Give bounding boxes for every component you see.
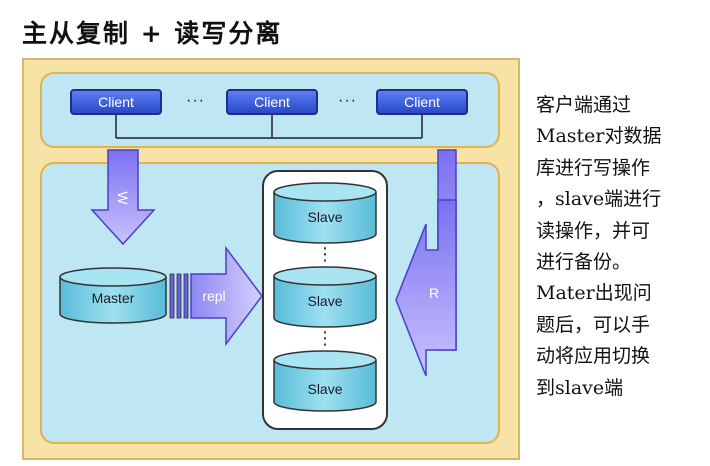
read-arrow: R <box>395 149 457 377</box>
write-arrow: W <box>90 149 156 246</box>
client-ellipsis-1: ··· <box>186 92 205 109</box>
slave-database-3: Slave <box>273 350 377 412</box>
diagram-title: 主从复制 + 读写分离 <box>22 19 283 48</box>
slave-dots-2: ⋮ <box>316 328 334 349</box>
master-database: Master <box>59 267 167 324</box>
slave-label-3: Slave <box>307 381 342 397</box>
client-node-2: Client <box>226 89 318 115</box>
master-label: Master <box>92 290 135 306</box>
slave-label-2: Slave <box>307 293 342 309</box>
slave-database-1: Slave <box>273 182 377 244</box>
slave-database-2: Slave <box>273 266 377 328</box>
replication-arrow: repl <box>169 245 263 347</box>
read-arrow-label: R <box>429 285 439 301</box>
client-node-3: Client <box>376 89 468 115</box>
client-node-1: Client <box>70 89 162 115</box>
slave-dots-1: ⋮ <box>316 244 334 265</box>
replication-label: repl <box>202 288 225 304</box>
client-connector-lines <box>115 115 423 139</box>
client-ellipsis-2: ··· <box>338 92 357 109</box>
description-text: 客户端通过 Master对数据 库进行写操作 ，slave端进行 读操作，并可 … <box>536 94 662 399</box>
slave-label-1: Slave <box>307 209 342 225</box>
write-arrow-label: W <box>115 191 131 205</box>
